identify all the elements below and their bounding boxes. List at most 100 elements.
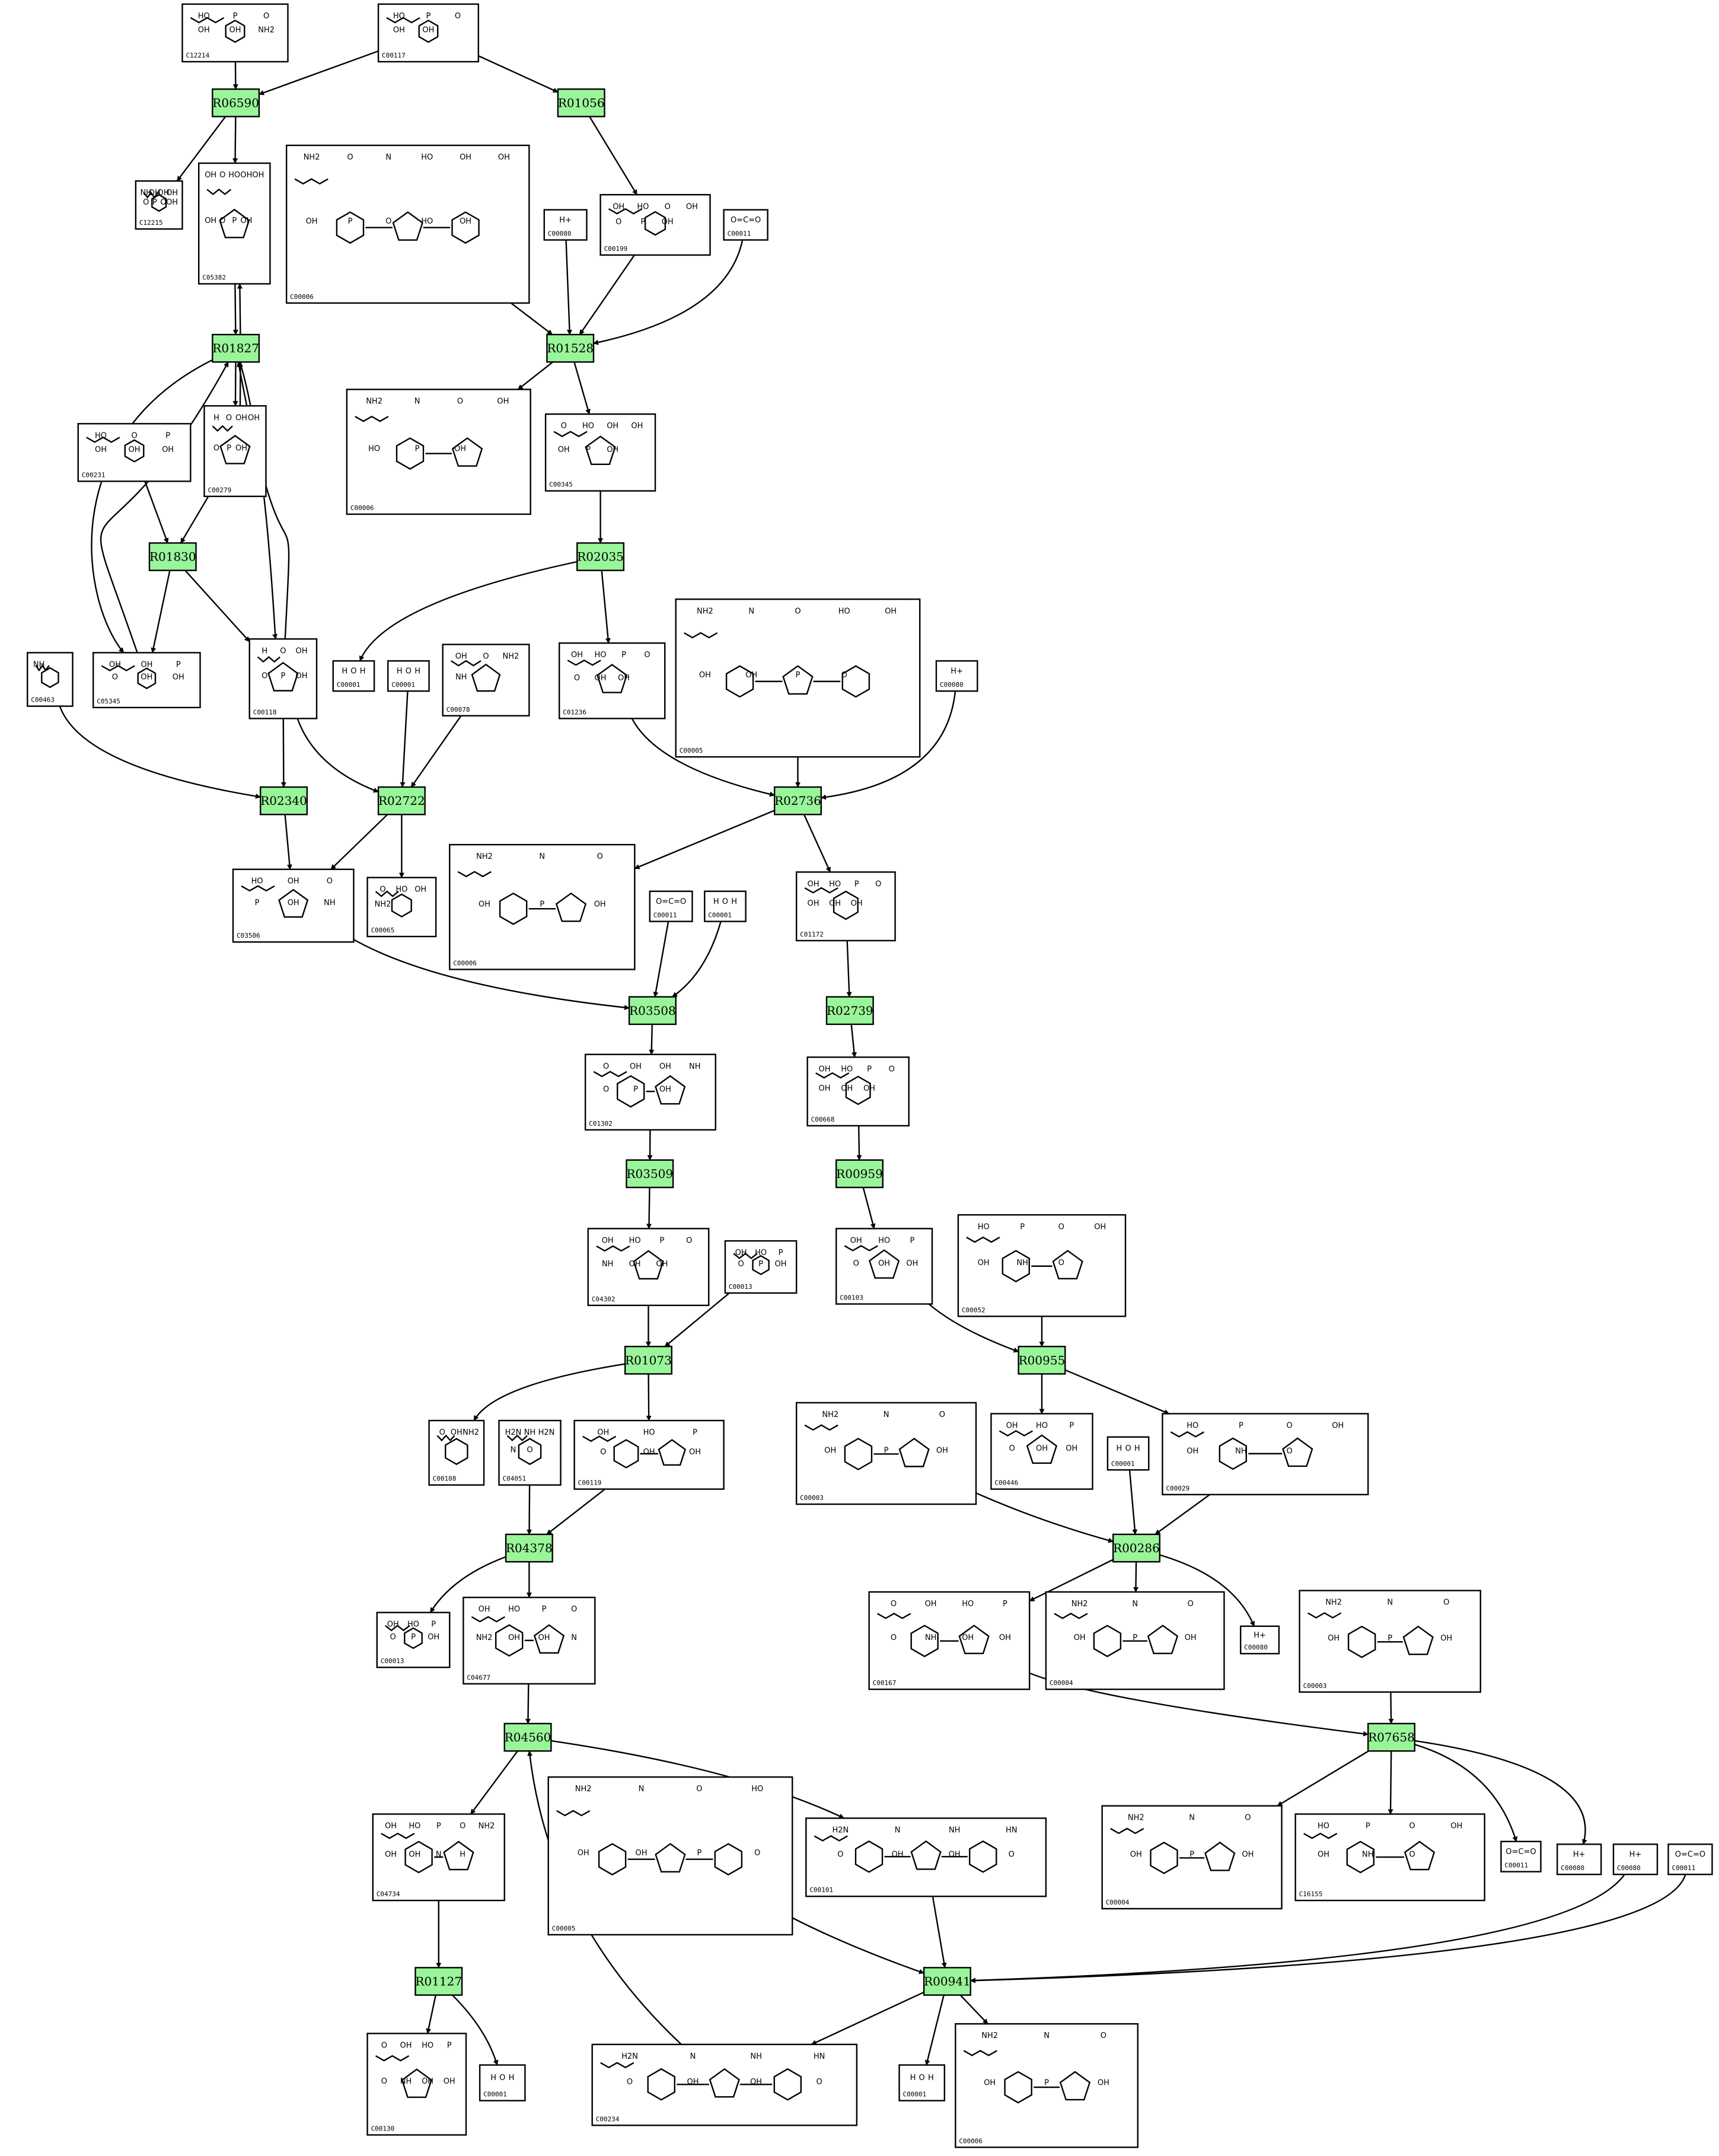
- reaction-r00955[interactable]: R00955: [1018, 1345, 1066, 1375]
- compound-box[interactable]: [591, 2043, 858, 2126]
- compound-box[interactable]: [479, 2064, 526, 2101]
- compound-box[interactable]: [387, 660, 430, 692]
- reaction-box[interactable]: [212, 333, 260, 363]
- compound-box[interactable]: [1239, 1625, 1280, 1655]
- compound-box[interactable]: [547, 1776, 793, 1936]
- reaction-box[interactable]: [212, 88, 260, 117]
- reaction-box[interactable]: [1367, 1722, 1415, 1752]
- compound-box[interactable]: [599, 194, 711, 256]
- compound-box[interactable]: [232, 868, 355, 943]
- reaction-box[interactable]: [773, 786, 822, 816]
- compound-box[interactable]: [573, 1419, 725, 1490]
- compound-box[interactable]: [559, 642, 666, 719]
- compound-box[interactable]: [805, 1817, 1047, 1897]
- compound-box[interactable]: [795, 871, 896, 942]
- reaction-r00941[interactable]: R00941: [923, 1967, 971, 1996]
- compound-box[interactable]: [377, 3, 480, 63]
- reaction-r07658[interactable]: R07658: [1367, 1722, 1415, 1752]
- reaction-r00286[interactable]: R00286: [1112, 1533, 1160, 1563]
- reaction-box[interactable]: [835, 1159, 884, 1189]
- compound-box[interactable]: [806, 1056, 910, 1127]
- compound-box[interactable]: [93, 652, 201, 709]
- reaction-r02035[interactable]: R02035: [576, 542, 625, 571]
- reaction-box[interactable]: [414, 1967, 463, 1996]
- compound-box[interactable]: [1500, 1840, 1542, 1872]
- compound-box[interactable]: [1106, 1436, 1150, 1471]
- reaction-box[interactable]: [377, 786, 426, 816]
- reaction-r03509[interactable]: R03509: [626, 1159, 674, 1189]
- reaction-r01056[interactable]: R01056: [557, 88, 605, 117]
- compound-box[interactable]: [675, 598, 921, 758]
- compound-box[interactable]: [203, 405, 267, 498]
- reaction-box[interactable]: [1018, 1345, 1066, 1375]
- reaction-box[interactable]: [1112, 1533, 1160, 1563]
- compound-box[interactable]: [332, 660, 375, 692]
- reaction-r02736[interactable]: R02736: [773, 786, 822, 816]
- reaction-r01528[interactable]: R01528: [546, 333, 595, 363]
- compound-box[interactable]: [544, 413, 656, 492]
- compound-box[interactable]: [449, 843, 636, 970]
- reaction-r03508[interactable]: R03508: [628, 996, 677, 1026]
- compound-box[interactable]: [1667, 1843, 1713, 1875]
- compound-box[interactable]: [543, 209, 588, 241]
- reaction-box[interactable]: [825, 996, 874, 1026]
- reaction-box[interactable]: [628, 996, 677, 1026]
- compound-box[interactable]: [1612, 1843, 1659, 1875]
- compound-box[interactable]: [898, 2064, 946, 2101]
- reaction-r01830[interactable]: R01830: [148, 542, 197, 571]
- reaction-box[interactable]: [148, 542, 197, 571]
- reaction-r04560[interactable]: R04560: [503, 1722, 552, 1752]
- reaction-r02340[interactable]: R02340: [260, 786, 308, 816]
- compound-box[interactable]: [428, 1419, 485, 1486]
- reaction-box[interactable]: [624, 1345, 672, 1375]
- reaction-box[interactable]: [505, 1533, 553, 1563]
- compound-box[interactable]: [181, 3, 289, 63]
- reaction-r02739[interactable]: R02739: [825, 996, 874, 1026]
- compound-box[interactable]: [376, 1612, 451, 1668]
- compound-box[interactable]: [723, 209, 768, 241]
- reaction-r01073[interactable]: R01073: [624, 1345, 672, 1375]
- reaction-box[interactable]: [557, 88, 605, 117]
- compound-box[interactable]: [1162, 1413, 1369, 1496]
- compound-box[interactable]: [135, 180, 183, 230]
- compound-box[interactable]: [366, 877, 437, 938]
